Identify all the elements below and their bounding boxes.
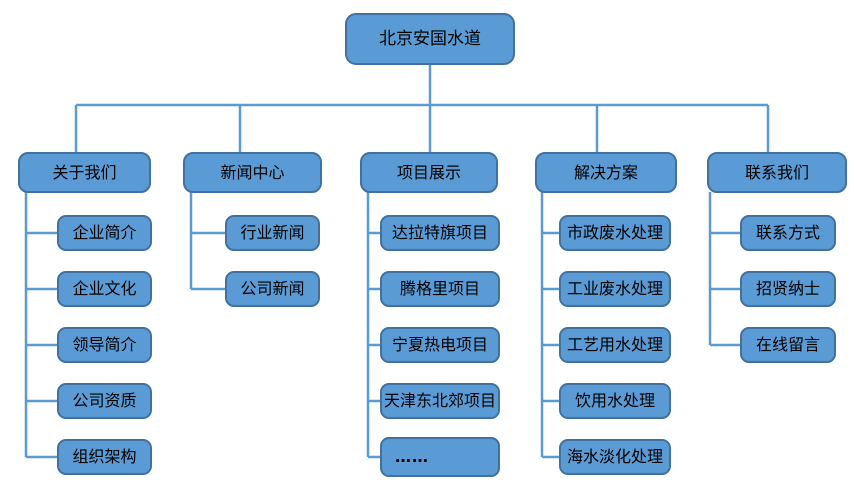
branch-item-more: ……: [380, 437, 500, 477]
branch-item: 行业新闻: [225, 215, 320, 251]
branch-item: 市政废水处理: [559, 215, 671, 251]
branch-item: 公司新闻: [225, 271, 320, 307]
branch-solutions: 解决方案: [535, 152, 677, 193]
branch-about-us: 关于我们: [18, 152, 151, 193]
branch-item: 海水淡化处理: [559, 439, 671, 475]
branch-projects: 项目展示: [360, 152, 498, 193]
branch-item: 工艺用水处理: [559, 327, 671, 363]
branch-item: 工业废水处理: [559, 271, 671, 307]
branch-item: 在线留言: [740, 327, 836, 363]
root-node: 北京安国水道: [345, 13, 515, 65]
branch-item: 企业简介: [57, 215, 152, 251]
branch-item: 饮用水处理: [559, 383, 671, 419]
branch-item: 组织架构: [57, 439, 152, 475]
branch-item: 宁夏热电项目: [380, 327, 500, 363]
branch-item: 达拉特旗项目: [380, 215, 500, 251]
branch-item: 领导简介: [57, 327, 152, 363]
branch-item: 天津东北郊项目: [380, 383, 500, 419]
branch-contact-us: 联系我们: [707, 152, 847, 193]
branch-item: 联系方式: [740, 215, 836, 251]
branch-news-center: 新闻中心: [183, 152, 322, 193]
branch-item: 企业文化: [57, 271, 152, 307]
branch-item: 腾格里项目: [380, 271, 500, 307]
branch-item: 招贤纳士: [740, 271, 836, 307]
branch-item: 公司资质: [57, 383, 152, 419]
